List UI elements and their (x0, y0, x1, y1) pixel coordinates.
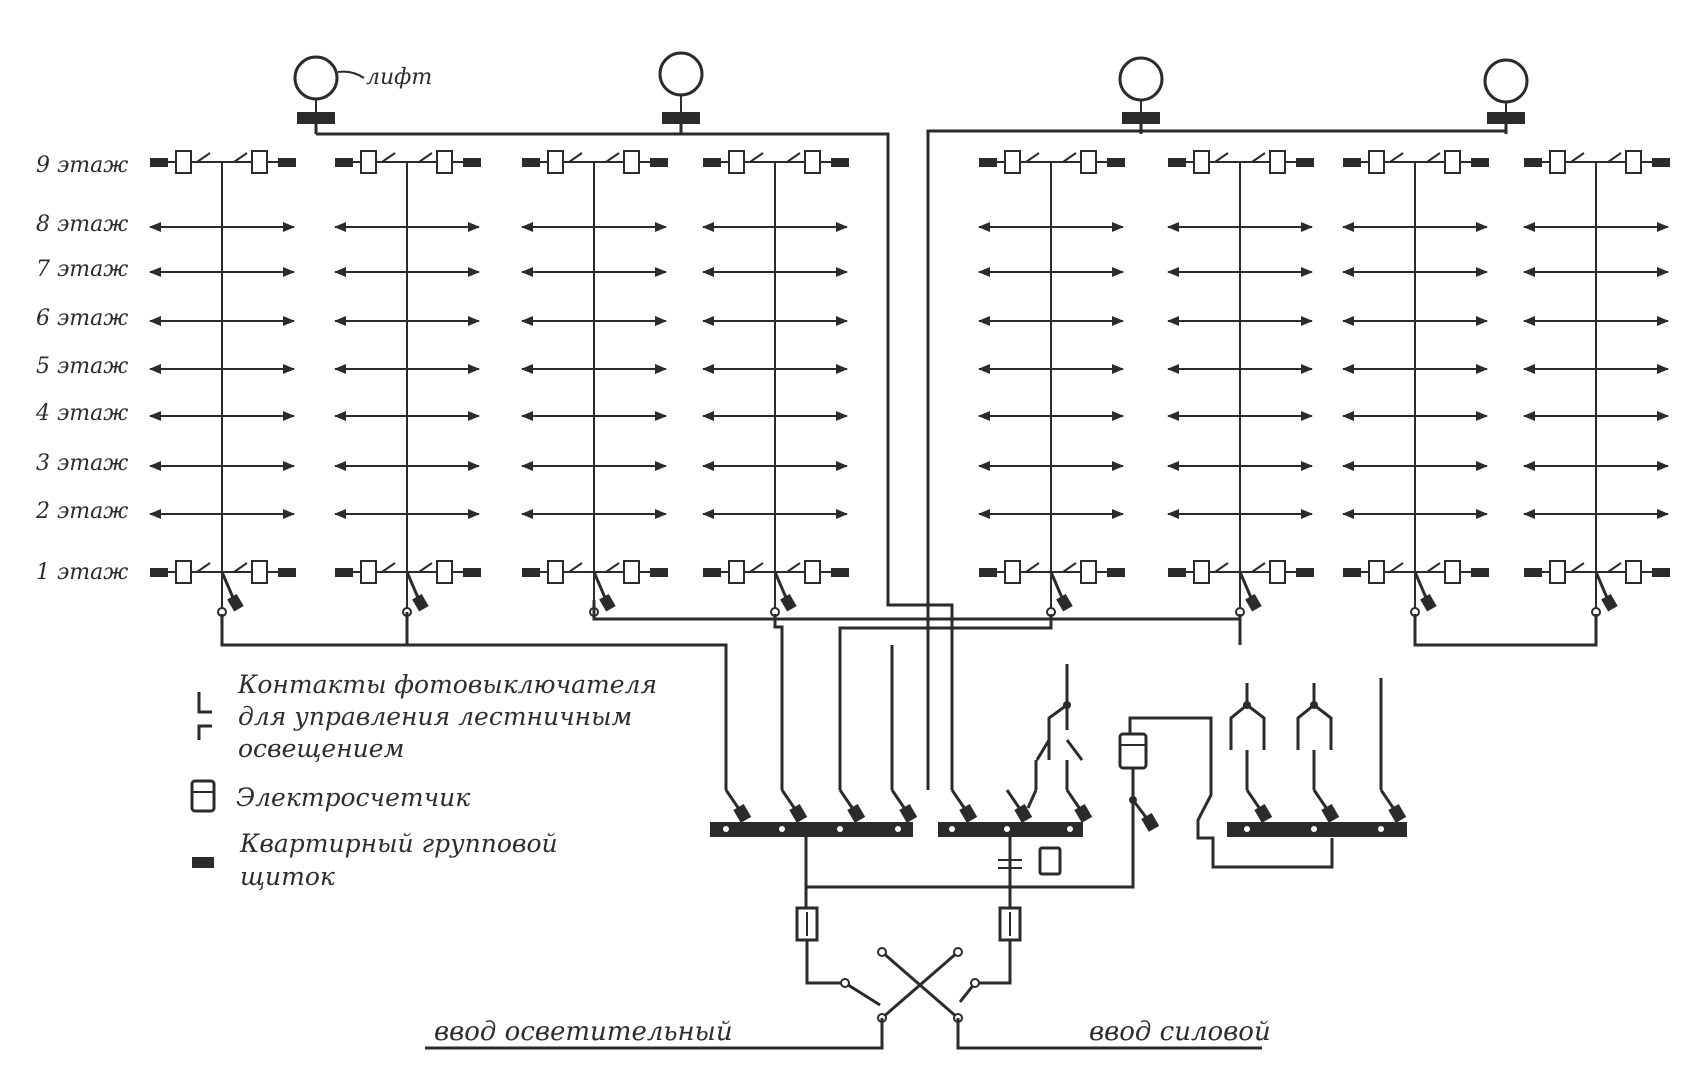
legend-meter-icon (190, 779, 216, 813)
legend-panel-line-1: Квартирный групповой (239, 829, 558, 858)
main-input-circuit (425, 790, 1262, 1050)
lift-motor-3 (1118, 56, 1164, 134)
legend: Контакты фотовыключателя для управления … (190, 670, 657, 891)
riser-1 (149, 150, 296, 617)
floor-panel (335, 560, 481, 584)
busbars (710, 822, 1407, 837)
lift-feed-wires (316, 124, 1508, 790)
floor-label-6: 6 этаж (36, 306, 128, 331)
power-switch-group-right (1229, 678, 1407, 823)
riser-7 (1342, 150, 1489, 617)
floor-label-7: 7 этаж (36, 257, 128, 282)
lighting-input-label: ввод осветительный (434, 1017, 733, 1047)
floor-panel (1524, 150, 1670, 174)
lighting-busbar (710, 822, 913, 837)
lift-motor-4 (1483, 58, 1529, 134)
lighting-switches (724, 789, 1033, 823)
power-busbar (1227, 822, 1407, 837)
riser-8 (1523, 150, 1670, 617)
power-meter-branch (1118, 716, 1334, 869)
floor-label-3: 3 этаж (36, 451, 128, 476)
floor-panel (979, 150, 1125, 174)
legend-photo-switch-icon (197, 692, 212, 740)
lift-busbar (938, 822, 1083, 837)
riser-3 (521, 150, 668, 617)
floor-panel (150, 150, 296, 174)
floor-panel (1343, 150, 1489, 174)
floor-label-5: 5 этаж (36, 354, 128, 379)
floor-label-2: 2 этаж (35, 499, 128, 524)
power-switch-group-left (1026, 664, 1093, 823)
floor-panel (335, 150, 481, 174)
legend-photo-switch-line-1: Контакты фотовыключателя (237, 670, 657, 699)
distribution-wires (220, 600, 1598, 790)
floor-panel (1168, 150, 1314, 174)
floor-label-4: 4 этаж (35, 401, 128, 426)
lift-motor-2 (658, 51, 704, 134)
floor-panel (703, 560, 849, 584)
power-input-label: ввод силовой (1089, 1017, 1271, 1047)
legend-photo-switch-line-2: для управления лестничным (238, 702, 632, 731)
legend-panel-icon (192, 857, 214, 868)
riser-6 (1167, 150, 1314, 617)
lift-bus-meter (998, 837, 1062, 895)
lift-label: лифт (366, 65, 432, 90)
floor-panel (1168, 560, 1314, 584)
floor-panel (703, 150, 849, 174)
floor-labels: 9 этаж 8 этаж 7 этаж 6 этаж 5 этаж 4 эта… (35, 153, 128, 585)
floor-panel (522, 150, 668, 174)
floor-label-1: 1 этаж (36, 560, 128, 585)
floor-label-9: 9 этаж (36, 153, 128, 178)
floor-panel (979, 560, 1125, 584)
riser-5 (978, 150, 1125, 617)
lift-motors: лифт (293, 51, 1529, 134)
legend-meter-text: Электросчетчик (236, 783, 470, 812)
lift-motor-1 (293, 55, 339, 134)
stairwell-risers (149, 150, 1670, 617)
riser-2 (334, 150, 481, 617)
floor-label-8: 8 этаж (36, 212, 128, 237)
legend-photo-switch-line-3: освещением (238, 734, 404, 763)
legend-panel-line-2: щиток (240, 862, 335, 891)
riser-4 (702, 150, 849, 617)
